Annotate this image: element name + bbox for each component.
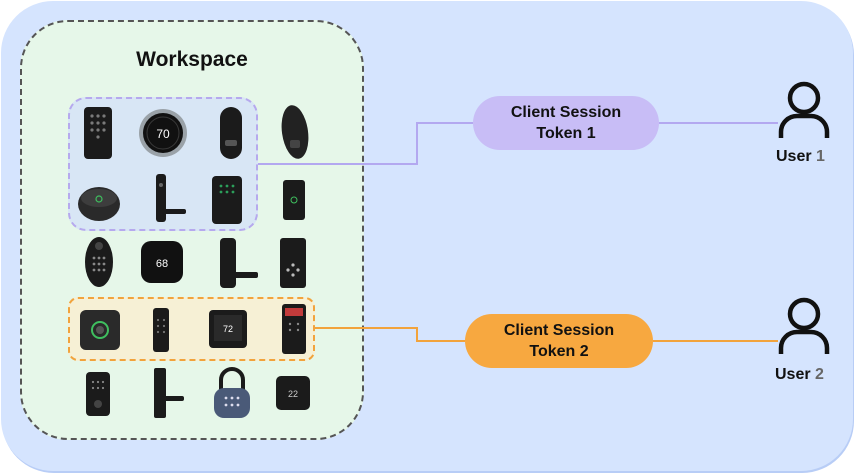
display-thermostat-icon: 72 bbox=[209, 310, 247, 348]
workspace-title: Workspace bbox=[136, 48, 248, 71]
square-thermostat-icon: 68 bbox=[141, 241, 183, 283]
token-1-line-1: Client Session bbox=[510, 104, 622, 121]
token-2-connector-left bbox=[315, 327, 465, 342]
client-session-token-2: Client Session Token 2 bbox=[465, 314, 653, 368]
token-1-connector-left bbox=[258, 122, 473, 165]
lever-lock-icon bbox=[156, 174, 186, 222]
token-1-line-2: Token 1 bbox=[536, 125, 596, 142]
user-2-icon bbox=[778, 297, 830, 354]
card-reader-icon bbox=[283, 180, 305, 220]
sensor-display-icon: 22 bbox=[276, 376, 310, 410]
user-1-number: 1 bbox=[816, 148, 825, 165]
user-1-label: User 1 bbox=[776, 148, 825, 166]
user-2-number: 2 bbox=[815, 366, 824, 383]
token-2-line-2: Token 2 bbox=[529, 343, 589, 360]
sensor-reading: 22 bbox=[288, 389, 298, 399]
round-lock-icon bbox=[78, 187, 120, 221]
slim-keypad-icon bbox=[153, 308, 169, 352]
thermostat-3-reading: 72 bbox=[223, 324, 233, 334]
keypad-lock-icon bbox=[84, 107, 112, 159]
user-1-label-text: User bbox=[776, 148, 812, 165]
user-2-label-text: User bbox=[775, 366, 811, 383]
oval-smart-lock-icon bbox=[281, 105, 309, 159]
token-2-line-1: Client Session bbox=[503, 322, 615, 339]
client-session-token-1: Client Session Token 1 bbox=[473, 96, 659, 150]
square-fingerprint-lock-icon bbox=[80, 310, 120, 350]
thermostat-1-reading: 70 bbox=[156, 127, 170, 141]
user-1-icon bbox=[778, 81, 830, 138]
padlock-icon bbox=[214, 367, 250, 418]
touchscreen-deadbolt-icon bbox=[86, 372, 110, 416]
access-reader-icon bbox=[212, 176, 242, 224]
touch-keypad-icon bbox=[280, 238, 306, 288]
mortise-lock-icon bbox=[154, 368, 184, 418]
smart-deadbolt-icon bbox=[220, 107, 242, 159]
round-thermostat-icon: 70 bbox=[139, 109, 187, 157]
keypad-lever-lock-icon bbox=[220, 238, 258, 288]
oval-keypad-lock-icon bbox=[85, 237, 113, 287]
user-2-label: User 2 bbox=[775, 366, 824, 384]
digital-lock-icon bbox=[282, 304, 306, 354]
thermostat-2-reading: 68 bbox=[156, 258, 168, 270]
